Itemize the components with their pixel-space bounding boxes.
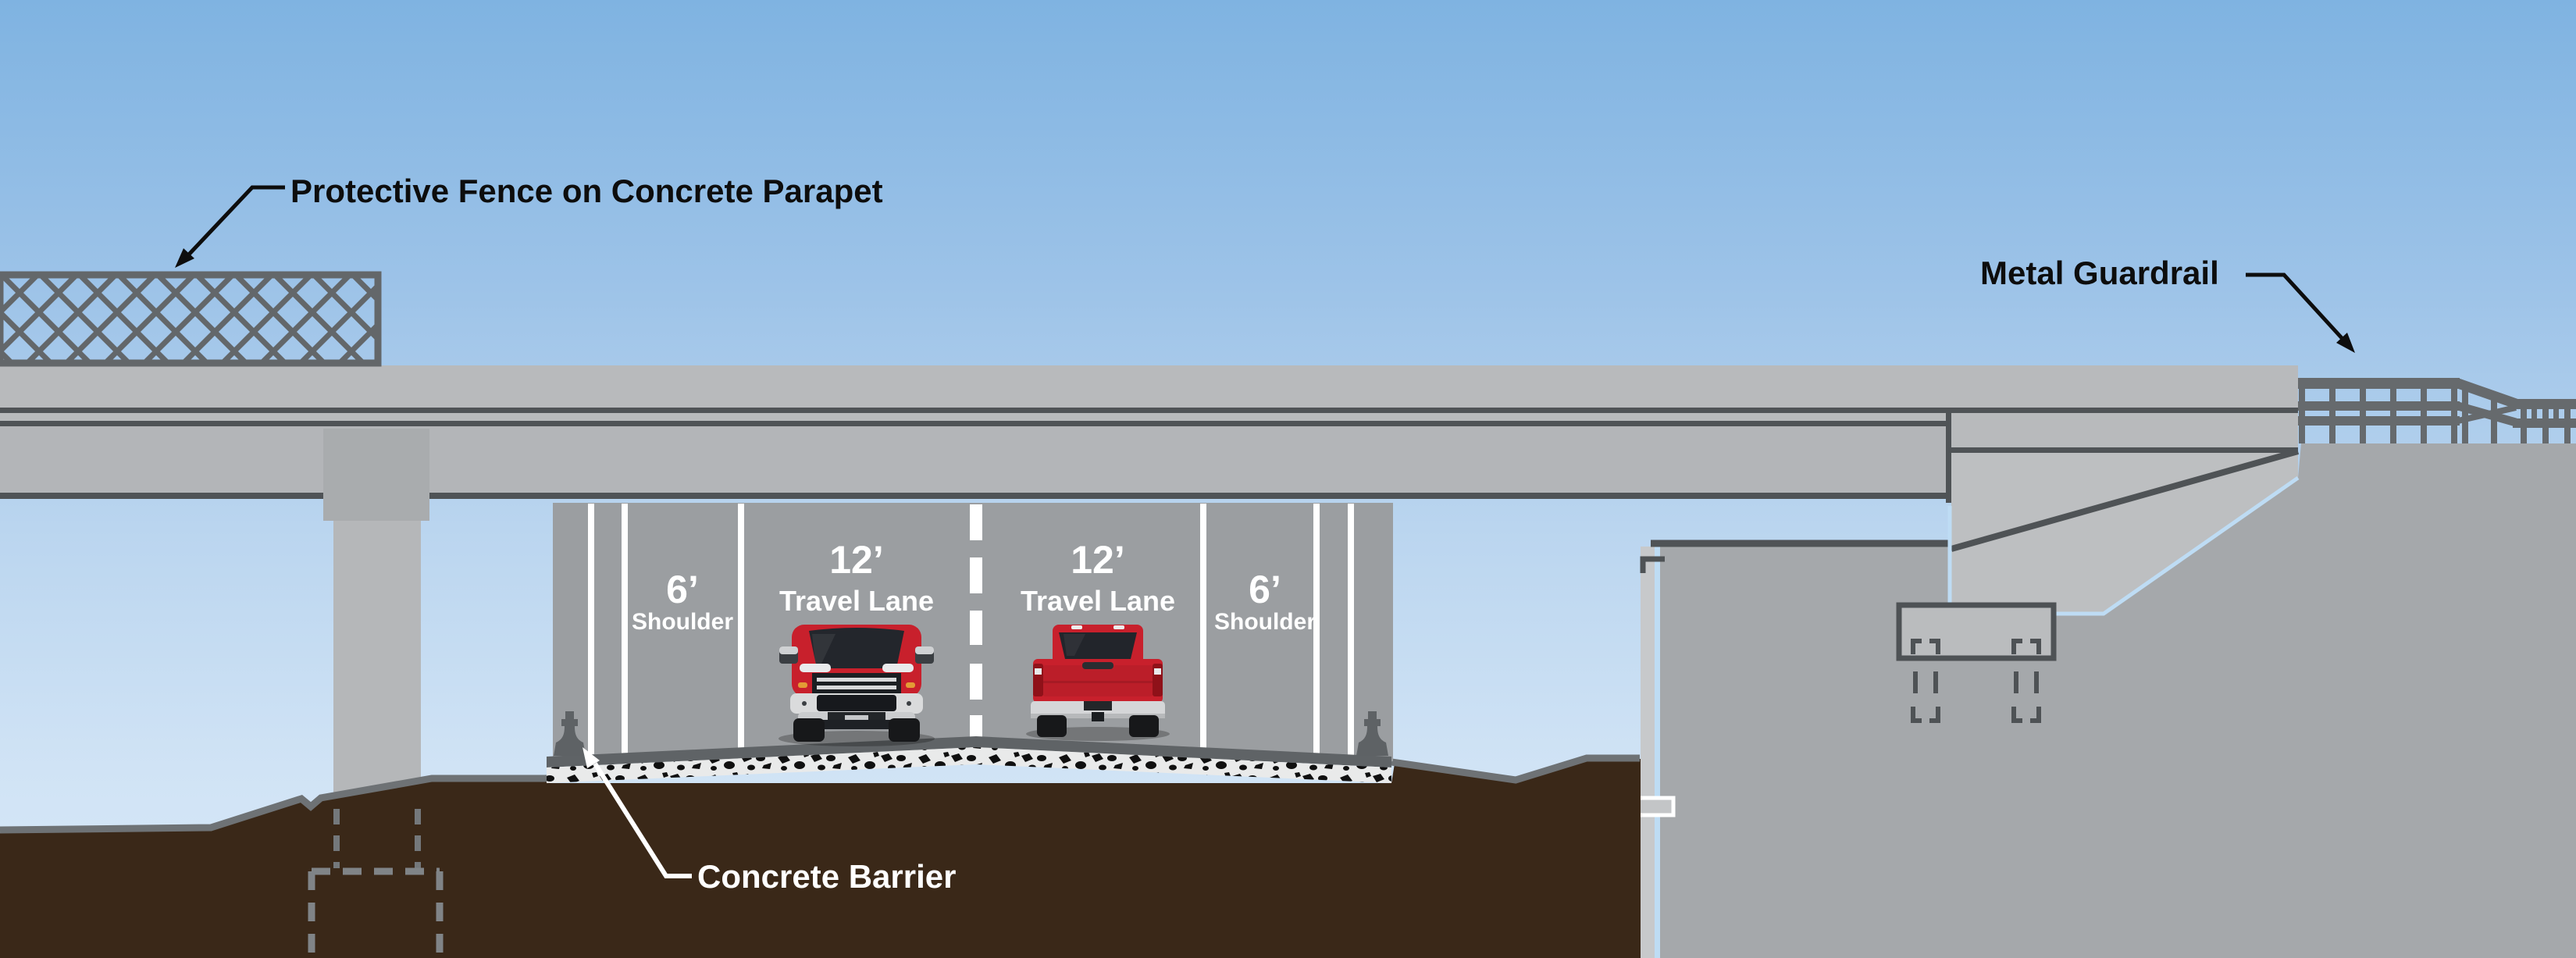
pickup-truck-front-view xyxy=(779,625,934,742)
lane-label-travel-left: 12’ Travel Lane xyxy=(779,538,934,617)
lane-name-label: Travel Lane xyxy=(779,585,934,617)
wing-wall-fascia-line xyxy=(1950,448,2300,552)
fence-label: Protective Fence on Concrete Parapet xyxy=(290,173,883,209)
bearing-seat-box xyxy=(1896,602,2057,661)
deck-slab xyxy=(0,365,2298,408)
lane-line xyxy=(588,504,594,761)
callout-concrete-barrier: Concrete Barrier xyxy=(583,747,956,895)
approach-slab-line xyxy=(1948,447,2298,453)
lane-width-label: 12’ xyxy=(829,538,884,582)
slope-edge-highlight xyxy=(2054,475,2300,616)
abutment-step-mark xyxy=(1640,556,1665,573)
arrowhead-icon xyxy=(175,248,194,268)
pier-cap xyxy=(323,429,429,521)
abutment-wall-and-slope xyxy=(1660,443,2576,958)
tailgate-handle xyxy=(1082,662,1113,669)
protective-fence xyxy=(0,271,382,367)
girder-band xyxy=(0,426,1948,493)
headlight-left xyxy=(800,664,831,672)
grille xyxy=(812,673,901,693)
girder-bottom-line xyxy=(0,493,1948,499)
metal-guardrail xyxy=(2298,378,2576,443)
pile-dashed-outline-left xyxy=(1911,639,1940,723)
approach-slab-band xyxy=(1948,413,2298,447)
lane-width-label: 6’ xyxy=(1249,568,1281,611)
leader-line xyxy=(593,762,692,878)
girder-top-line xyxy=(0,421,1948,426)
lane-label-shoulder-right: 6’ Shoulder xyxy=(1214,568,1316,635)
ground-surface-left xyxy=(0,775,548,834)
lane-line xyxy=(738,504,744,761)
callout-metal-guardrail: Metal Guardrail xyxy=(1980,255,2355,353)
guardrail-label: Metal Guardrail xyxy=(1980,255,2219,291)
abutment-edge-highlight xyxy=(1655,547,1660,958)
wheel xyxy=(1037,715,1067,737)
arrowhead-icon xyxy=(2336,333,2355,353)
road-surface xyxy=(547,736,1391,767)
wheel xyxy=(1129,715,1159,737)
lane-name-label: Travel Lane xyxy=(1021,585,1175,617)
leader-line xyxy=(2246,272,2344,340)
concrete-barrier-right xyxy=(1356,711,1388,756)
aggregate-layer xyxy=(547,747,1391,783)
lane-width-label: 6’ xyxy=(666,568,699,611)
lane-width-label: 12’ xyxy=(1071,538,1125,582)
deck-edge-line xyxy=(0,408,2298,413)
deck-thin-band xyxy=(0,413,1948,421)
wheel xyxy=(889,718,920,742)
lane-label-shoulder-left: 6’ Shoulder xyxy=(632,568,733,635)
leader-line xyxy=(184,185,285,259)
headlight-right xyxy=(882,664,914,672)
wheel xyxy=(793,718,825,742)
ground-surface-right xyxy=(1391,754,1640,784)
bridge-pier xyxy=(323,429,429,816)
barrier-label: Concrete Barrier xyxy=(697,858,956,895)
lane-line xyxy=(622,504,628,761)
earth-mass xyxy=(0,759,1641,958)
lane-line xyxy=(1348,504,1354,761)
lane-label-travel-right: 12’ Travel Lane xyxy=(1021,538,1175,617)
underpass-roadway-wall: 6’ Shoulder 12’ Travel Lane 12’ Travel L… xyxy=(553,503,1393,761)
pier-foundation-dashed-outline xyxy=(308,809,444,958)
abutment-front-edge xyxy=(1641,547,1655,958)
pile-dashed-outline-right xyxy=(2011,639,2041,723)
lane-line xyxy=(1313,504,1320,761)
lane-line xyxy=(1200,504,1206,761)
concrete-barrier-left xyxy=(554,711,586,756)
pier-column xyxy=(333,521,421,816)
wing-wall xyxy=(1951,453,2298,614)
callout-protective-fence: Protective Fence on Concrete Parapet xyxy=(175,173,883,268)
underpass-road xyxy=(547,736,1391,783)
abutment-embankment xyxy=(1623,443,2576,958)
lane-name-label: Shoulder xyxy=(632,609,733,635)
center-dashed-line xyxy=(970,504,982,748)
earth xyxy=(0,754,1641,958)
lane-name-label: Shoulder xyxy=(1214,609,1316,635)
bridge-deck xyxy=(0,365,2298,503)
deck-joint-line xyxy=(1946,408,1951,503)
pickup-truck-rear-view xyxy=(1031,625,1165,737)
arrowhead-icon xyxy=(583,747,600,768)
